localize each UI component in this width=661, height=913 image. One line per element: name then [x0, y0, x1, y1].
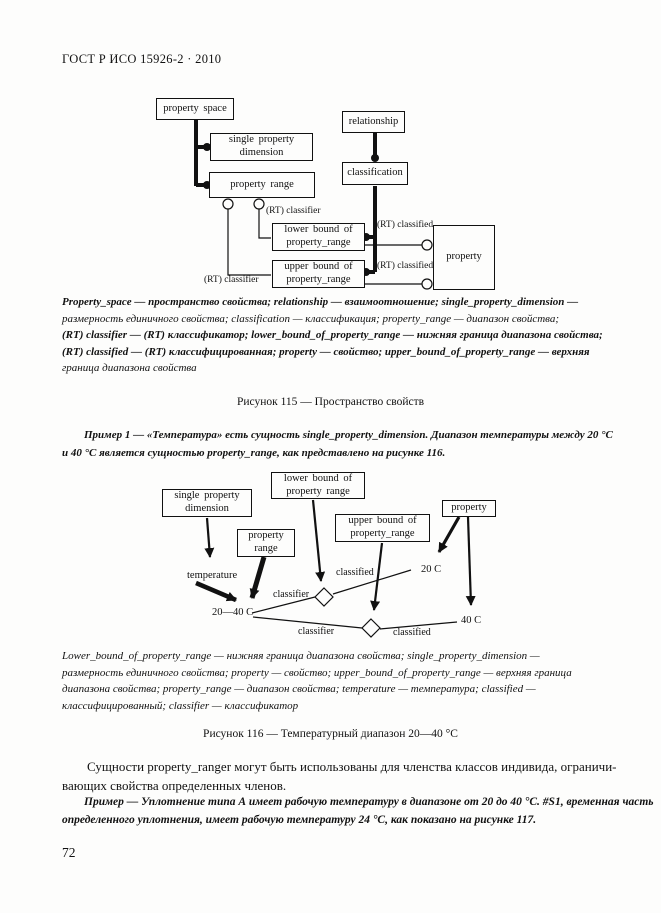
- figure115-circle-terminals: [222, 198, 433, 290]
- figure116-caption: Рисунок 116 — Температурный диапазон 20—…: [203, 728, 458, 740]
- diamond-classification-node: [361, 618, 381, 638]
- arrow-line: [437, 516, 461, 553]
- legend-line: классифицированный; classifier — классиф…: [62, 699, 299, 712]
- example2-paragraph: Пример — Уплотнение типа А имеет рабочую…: [62, 794, 654, 829]
- arrow-line: [204, 517, 215, 558]
- legend-line: диапазона свойства; property_range — диа…: [62, 683, 536, 696]
- instance-label-range-20-40: 20—40 C: [212, 607, 254, 618]
- edge-label-classifier: classifier: [273, 589, 310, 600]
- figure116-diamonds: [314, 587, 381, 638]
- instance-label-20c: 20 C: [421, 564, 442, 575]
- relation-line: [252, 616, 363, 629]
- relation-line: [379, 621, 458, 630]
- relation-line: [251, 596, 316, 614]
- entity-box-classification: classification: [342, 162, 408, 185]
- edge-label-rt-classifier: (RT) classifier: [204, 275, 259, 285]
- example1-paragraph: Пример 1 — «Температура» есть сущность s…: [62, 427, 613, 462]
- legend-line: (RT) classifier — (RT) классификатор; lo…: [62, 329, 603, 342]
- figure115-legend: Property_space — пространство свойства; …: [62, 294, 603, 377]
- diamond-classification-node: [314, 587, 334, 607]
- circle-connector: [222, 198, 234, 210]
- entity-box-property-range: property range: [237, 529, 295, 557]
- entity-box-lower-bound: lower bound of property range: [271, 472, 365, 499]
- figure116-legend: Lower_bound_of_property_range — нижняя г…: [62, 648, 572, 714]
- circle-connector: [253, 198, 265, 210]
- dot-connector: [371, 154, 379, 162]
- entity-box-property: property: [442, 500, 496, 517]
- edge-label-rt-classified: (RT) classified: [377, 220, 434, 230]
- figure115-caption: Рисунок 115 — Пространство свойств: [236, 396, 425, 408]
- legend-line: размерность единичного свойства; propert…: [62, 666, 572, 679]
- entity-box-upper-bound: upper bound of property_range: [335, 514, 430, 542]
- legend-line: размерность единичного свойства; classif…: [62, 312, 560, 325]
- legend-line: (RT) classified — (RT) классифицированна…: [62, 345, 590, 358]
- example-line: Пример — Уплотнение типа А имеет рабочую…: [84, 796, 654, 808]
- edge-label-rt-classifier: (RT) classifier: [266, 206, 321, 216]
- instance-label-40c: 40 C: [461, 615, 482, 626]
- entity-box-property: property: [433, 225, 495, 290]
- dot-connector: [203, 143, 211, 151]
- entity-box-relationship: relationship: [342, 111, 405, 133]
- entity-box-property-space: property space: [156, 98, 234, 120]
- entity-box-property-range: property range: [209, 172, 315, 198]
- body-line: вающих свойства определенных членов.: [62, 777, 287, 793]
- legend-line: граница диапазона свойства: [62, 362, 197, 375]
- example-line: определенного уплотнения, имеет рабочую …: [62, 813, 537, 826]
- edge-label-classified: classified: [393, 627, 431, 638]
- entity-box-upper-bound: upper bound of property_range: [272, 260, 365, 288]
- page-number: 72: [62, 845, 76, 860]
- edge-label-classifier: classifier: [298, 626, 335, 637]
- figure116-arrows: [195, 499, 476, 630]
- entity-box-single-property-dimension: single property dimension: [210, 133, 313, 161]
- arrow-line: [311, 499, 326, 582]
- edge-label-rt-classified: (RT) classified: [377, 261, 434, 271]
- example-line: Пример 1 — «Температура» есть сущность s…: [84, 429, 613, 441]
- legend-line: Lower_bound_of_property_range — нижняя г…: [62, 650, 540, 662]
- page-header: ГОСТ Р ИСО 15926-2 · 2010: [62, 52, 222, 66]
- body-paragraph: Сущности property_ranger могут быть испо…: [62, 758, 616, 795]
- edge-label-classified: classified: [336, 567, 374, 578]
- body-line: Сущности property_ranger могут быть испо…: [87, 759, 617, 774]
- arrow-line: [195, 580, 237, 603]
- arrow-line: [465, 516, 476, 606]
- example-line: и 40 °С является сущностью property_rang…: [62, 446, 446, 459]
- connector-line: [227, 209, 271, 276]
- legend-line: Property_space — пространство свойства; …: [62, 296, 579, 308]
- arrow-line: [370, 542, 384, 611]
- relation-line: [332, 569, 412, 595]
- entity-box-single-property-dimension: single property dimension: [162, 489, 252, 517]
- connector-line: [258, 209, 271, 239]
- instance-label-temperature: temperature: [187, 570, 238, 581]
- arrow-line: [249, 556, 267, 599]
- entity-box-lower-bound: lower bound of property_range: [272, 223, 365, 251]
- circle-connector: [421, 278, 433, 290]
- figure115-connectors: [194, 118, 423, 285]
- circle-connector: [421, 239, 433, 251]
